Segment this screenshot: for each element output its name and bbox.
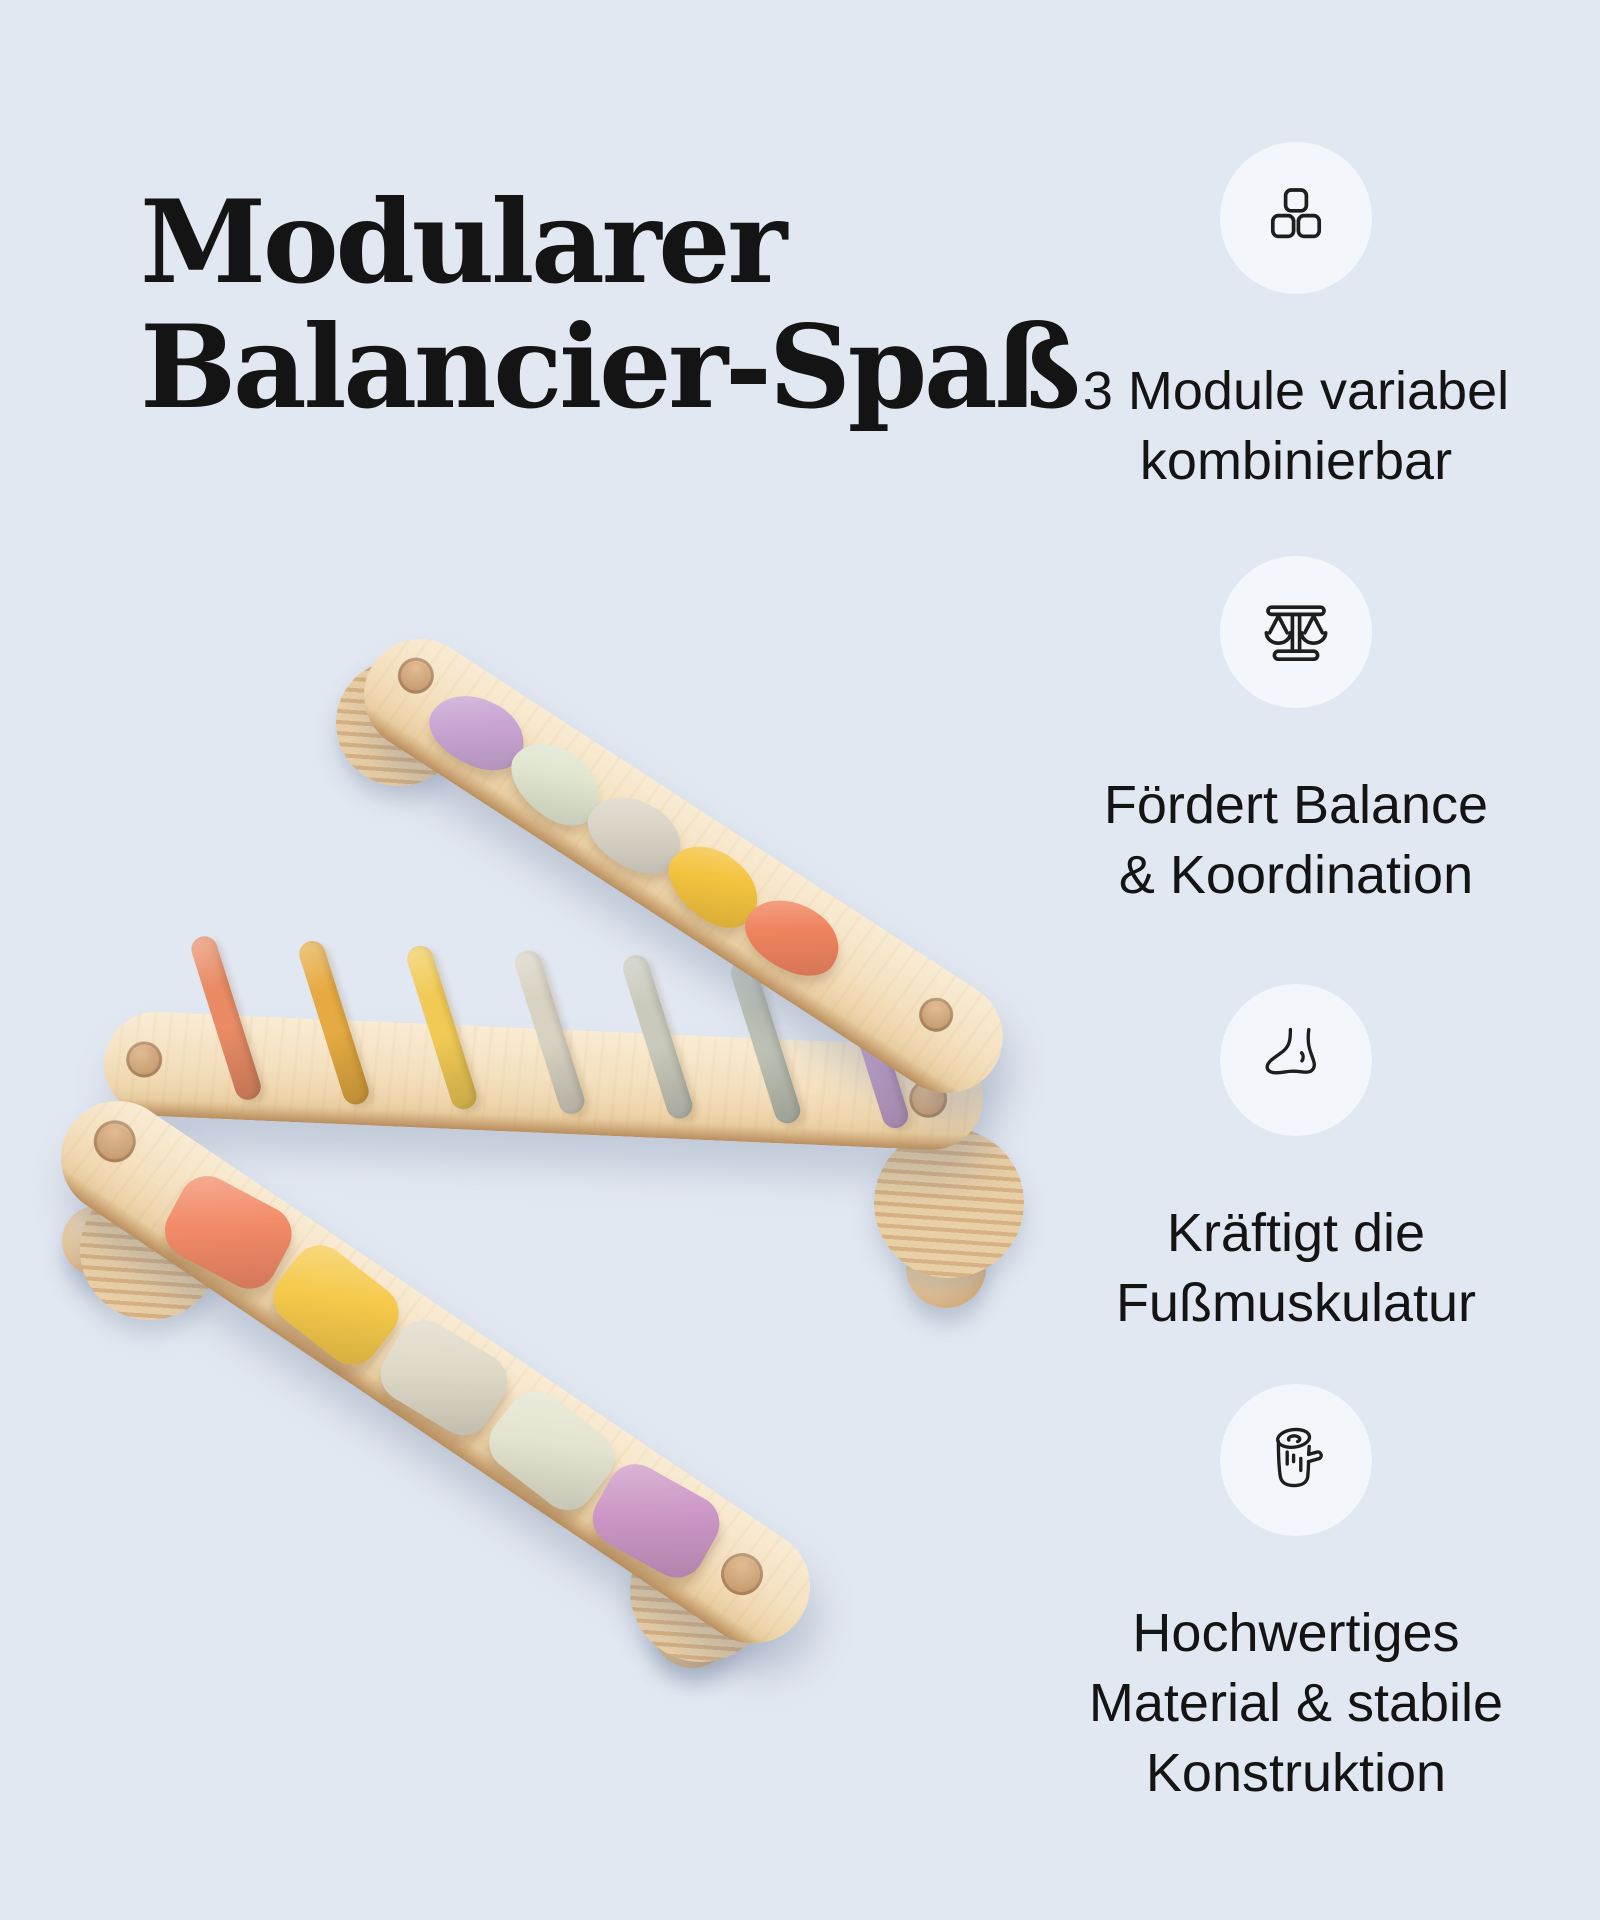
- scale-icon: [1264, 605, 1328, 662]
- page-title: Modularer Balancier-Spaß: [140, 180, 1120, 429]
- balance-beam-bottom: [38, 1078, 833, 1666]
- feature-column: 3 Module variabel kombinierbar Fördert B…: [1033, 0, 1559, 1920]
- slab-group: [103, 1079, 833, 1571]
- blocks-icon: [1270, 188, 1322, 239]
- wood-dowel: [85, 1112, 144, 1171]
- feature-label: Fördert Balance & Koordination: [1103, 775, 1489, 905]
- page-title-line1: Modularer: [140, 175, 787, 310]
- icon-circle: [1220, 984, 1372, 1136]
- product-photo: [0, 0, 1100, 1920]
- rung-2: [403, 942, 480, 1113]
- plywood-stack: [874, 1128, 1024, 1278]
- log-icon: [1276, 1427, 1323, 1488]
- rung-4: [619, 951, 696, 1122]
- wood-dowel: [390, 650, 441, 701]
- icon-circle: [1220, 1384, 1372, 1536]
- foot-icon: [1265, 1027, 1316, 1075]
- feature-item-foot-muscles: Kräftigt die Fußmuskulatur: [1033, 984, 1559, 1338]
- rung-0: [188, 933, 265, 1103]
- feature-label: 3 Module variabel kombinierbar: [1082, 361, 1510, 491]
- feature-label: Hochwertiges Material & stabile Konstruk…: [1088, 1603, 1504, 1803]
- feature-item-material: Hochwertiges Material & stabile Konstruk…: [1033, 1384, 1559, 1808]
- pebble-group: [404, 618, 1025, 1021]
- rung-1: [296, 937, 372, 1108]
- wood-dowel: [912, 991, 960, 1039]
- icon-circle: [1220, 142, 1372, 294]
- wood-dowel: [712, 1544, 772, 1604]
- rung-3: [511, 947, 588, 1118]
- feature-label: Kräftigt die Fußmuskulatur: [1115, 1203, 1477, 1333]
- page-title-line2: Balancier-Spaß: [140, 299, 1081, 434]
- icon-circle: [1220, 556, 1372, 708]
- feature-item-modules: 3 Module variabel kombinierbar: [1033, 142, 1559, 496]
- feature-item-balance: Fördert Balance & Koordination: [1033, 556, 1559, 910]
- wood-dowel: [125, 1040, 163, 1079]
